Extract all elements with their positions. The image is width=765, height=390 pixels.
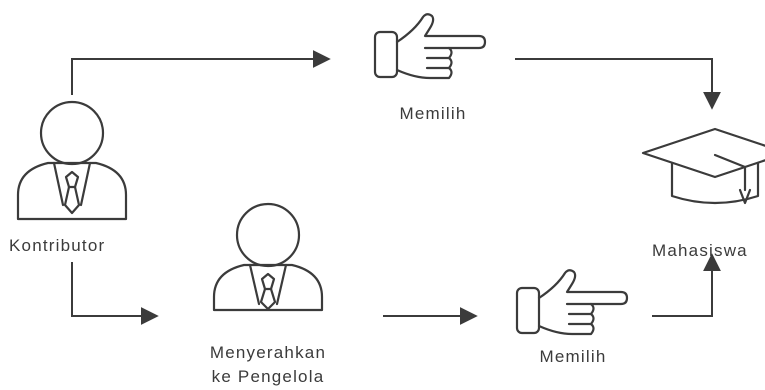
node-label-pengelola-line1: Menyerahkan xyxy=(209,343,327,362)
person-icon xyxy=(212,202,324,312)
graduation-cap-icon xyxy=(641,127,765,205)
node-label-memilih-top: Memilih xyxy=(399,104,467,123)
node-label-pengelola-line2: ke Pengelola xyxy=(211,367,325,386)
person-icon xyxy=(16,100,128,221)
arrow-memilih-bottom-to-mahasiswa xyxy=(652,253,721,317)
arrow-kontributor-to-pengelola xyxy=(71,262,159,325)
node-label-kontributor: Kontributor xyxy=(9,236,106,255)
pointing-hand-icon xyxy=(515,269,629,336)
pointing-hand-icon xyxy=(373,13,487,80)
node-label-memilih-bottom: Memilih xyxy=(539,347,607,366)
arrow-kontributor-to-memilih-top xyxy=(71,50,331,95)
node-label-mahasiswa: Mahasiswa xyxy=(652,241,748,260)
arrow-memilih-top-to-mahasiswa xyxy=(515,58,721,110)
